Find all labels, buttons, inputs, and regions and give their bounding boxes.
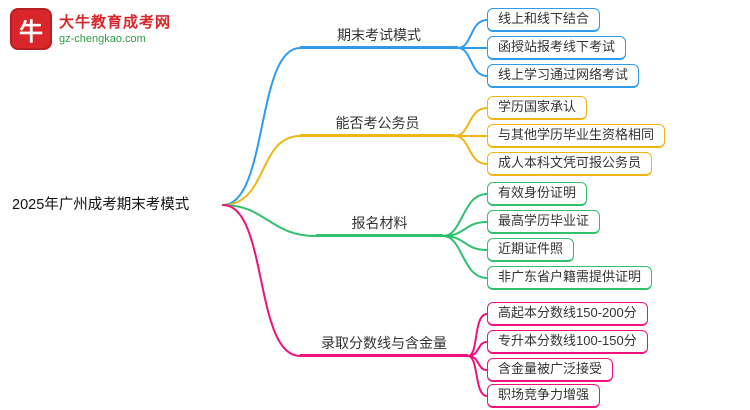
leaf-node: 函授站报考线下考试 bbox=[487, 36, 627, 60]
leaf-curve bbox=[454, 135, 488, 165]
branch-node-civil-servant: 能否考公务员 bbox=[300, 113, 455, 136]
leaf-node: 近期证件照 bbox=[487, 238, 575, 262]
leaf-node: 成人本科文凭可报公务员 bbox=[487, 152, 653, 176]
root-node: 2025年广州成考期末考模式 bbox=[12, 197, 190, 213]
leaf-curve bbox=[442, 235, 488, 279]
branch-node-materials: 报名材料 bbox=[316, 213, 443, 236]
leaf-curve bbox=[454, 107, 488, 137]
leaf-curve bbox=[467, 355, 488, 397]
logo-text: 大牛教育成考网 gz-chengkao.com bbox=[59, 13, 171, 46]
branch-curve bbox=[222, 204, 469, 357]
leaf-node: 线上学习通过网络考试 bbox=[487, 64, 640, 88]
branch-curve bbox=[222, 135, 456, 206]
leaf-node: 非广东省户籍需提供证明 bbox=[487, 266, 653, 290]
leaf-curve bbox=[457, 47, 488, 77]
branch-node-exam-mode: 期末考试模式 bbox=[300, 25, 458, 48]
site-logo: 牛 大牛教育成考网 gz-chengkao.com bbox=[10, 8, 171, 50]
leaf-node: 线上和线下结合 bbox=[487, 8, 601, 32]
leaf-curve bbox=[457, 19, 488, 49]
leaf-node: 含金量被广泛接受 bbox=[487, 358, 614, 382]
leaf-node: 高起本分数线150-200分 bbox=[487, 302, 648, 326]
branch-curve bbox=[222, 204, 444, 237]
leaf-node: 学历国家承认 bbox=[487, 96, 588, 120]
branch-curve bbox=[222, 47, 459, 206]
bull-icon: 牛 bbox=[10, 8, 52, 50]
leaf-node: 有效身份证明 bbox=[487, 182, 588, 206]
leaf-node: 与其他学历毕业生资格相同 bbox=[487, 124, 666, 148]
leaf-node: 职场竞争力增强 bbox=[487, 384, 601, 408]
logo-domain: gz-chengkao.com bbox=[59, 32, 146, 45]
leaf-node: 最高学历毕业证 bbox=[487, 210, 601, 234]
branch-node-scores: 录取分数线与含金量 bbox=[300, 333, 468, 356]
logo-site-name: 大牛教育成考网 bbox=[59, 13, 172, 31]
leaf-node: 专升本分数线100-150分 bbox=[487, 330, 648, 354]
